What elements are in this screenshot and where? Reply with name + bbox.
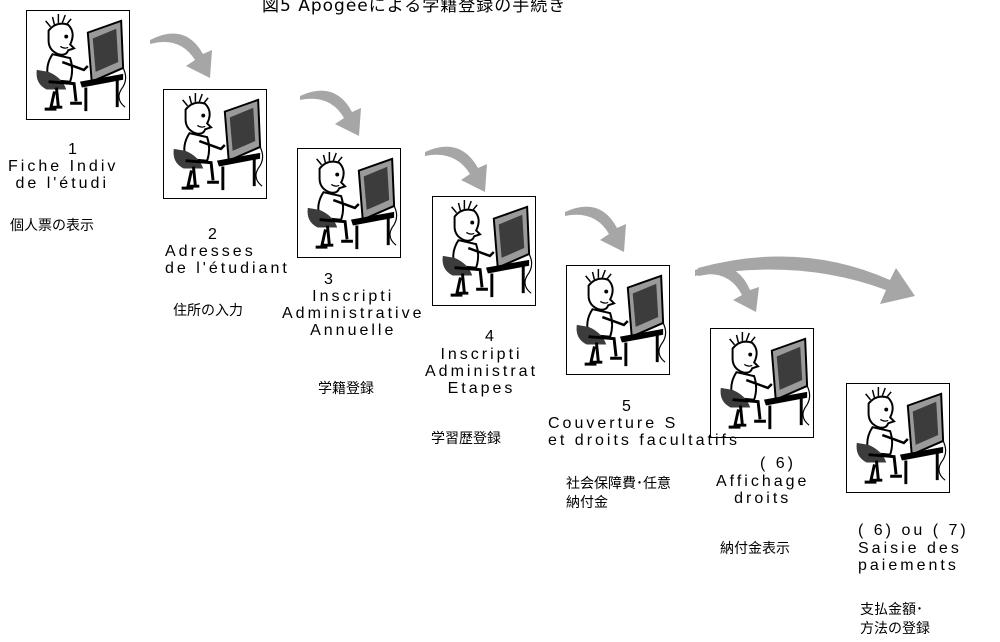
step-6-label-fr: Affichage droits	[716, 473, 810, 507]
step-4-label-ja: 学習歴登録	[431, 431, 501, 447]
step-2-label-ja: 住所の入力	[173, 303, 243, 319]
step-4-label-fr: Inscripti Administrat Etapes	[425, 346, 539, 397]
step-7-label-ja: 支払金額･ 方法の登録	[860, 602, 930, 637]
arrow-5-6	[695, 265, 759, 312]
step-5-image	[566, 265, 670, 375]
step-4-image	[432, 196, 536, 306]
arrow-5-7	[698, 256, 915, 304]
step-3-number: 3	[324, 271, 336, 288]
step-6-image	[710, 328, 814, 438]
step-5-number: 5	[622, 398, 634, 415]
step-3-image	[297, 148, 401, 258]
step-1-label-fr: Fiche Indiv de l'étudi	[8, 158, 119, 192]
step-4-number: 4	[485, 328, 497, 345]
arrow-1-2	[150, 33, 212, 78]
step-5-label-ja: 社会保障費･任意納付金	[566, 476, 671, 511]
step-7-label-fr: Saisie des paiements	[858, 540, 962, 574]
step-7-image	[846, 383, 950, 493]
step-1-image	[26, 10, 130, 120]
diagram-title: 図5 Apogéeによる学籍登録の手続き	[262, 0, 567, 16]
step-6-label-ja: 納付金表示	[720, 541, 790, 557]
step-1-label-ja: 個人票の表示	[10, 218, 94, 234]
step-6-number: ( 6)	[760, 455, 796, 472]
step-3-label-fr: Inscripti Administrative Annuelle	[282, 288, 425, 339]
arrow-3-4	[425, 146, 487, 192]
step-1-number: 1	[68, 141, 80, 158]
step-2-number: 2	[208, 226, 220, 243]
step-2-image	[163, 89, 267, 199]
arrow-2-3	[300, 90, 361, 136]
step-2-label-fr: Adresses de l'étudiant	[165, 243, 290, 277]
step-3-label-ja: 学籍登録	[318, 381, 374, 397]
arrow-4-5	[565, 206, 626, 252]
step-7-number: ( 6) ou ( 7)	[858, 522, 969, 539]
step-5-label-fr: Couverture S et droits facultatifs	[548, 415, 740, 449]
